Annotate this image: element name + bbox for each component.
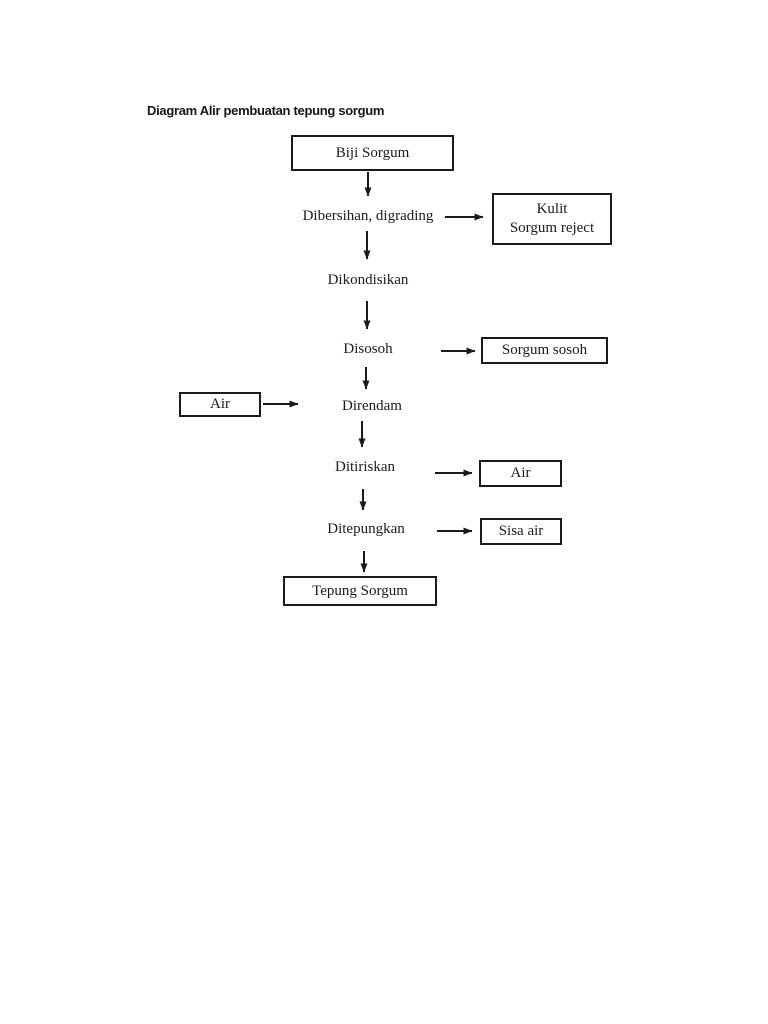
node-text-dikondisikan: Dikondisikan xyxy=(327,272,409,288)
node-box-sorgum-sosoh: Sorgum sosoh xyxy=(481,337,608,364)
node-text-ditepungkan: Ditepungkan xyxy=(327,521,405,537)
node-box-kulit-sorgum-reject: Kulit Sorgum reject xyxy=(492,193,612,245)
node-label-biji-sorgum: Biji Sorgum xyxy=(335,144,410,161)
node-box-sisa-air: Sisa air xyxy=(480,518,562,545)
node-label-air-output: Air xyxy=(510,465,531,481)
node-label-sorgum-sosoh: Sorgum sosoh xyxy=(501,342,588,358)
node-label-kulit-line1: Kulit xyxy=(536,201,568,217)
page-title: Diagram Alir pembuatan tepung sorgum xyxy=(147,103,385,118)
node-label-kulit-line2: Sorgum reject xyxy=(509,220,595,236)
node-box-air-input: Air xyxy=(179,392,261,417)
node-label-air-input: Air xyxy=(210,396,230,412)
node-box-tepung-sorgum: Tepung Sorgum xyxy=(283,576,437,606)
node-text-direndam: Direndam xyxy=(342,398,402,414)
node-text-dibersihan-digrading: Dibersihan, digrading xyxy=(302,208,434,224)
node-box-air-output: Air xyxy=(479,460,562,487)
node-box-biji-sorgum: Biji Sorgum xyxy=(291,135,454,171)
node-text-disosoh: Disosoh xyxy=(343,341,393,357)
node-label-sisa-air: Sisa air xyxy=(498,523,544,539)
node-text-ditiriskan: Ditiriskan xyxy=(335,459,395,475)
node-label-tepung-sorgum: Tepung Sorgum xyxy=(312,582,408,599)
